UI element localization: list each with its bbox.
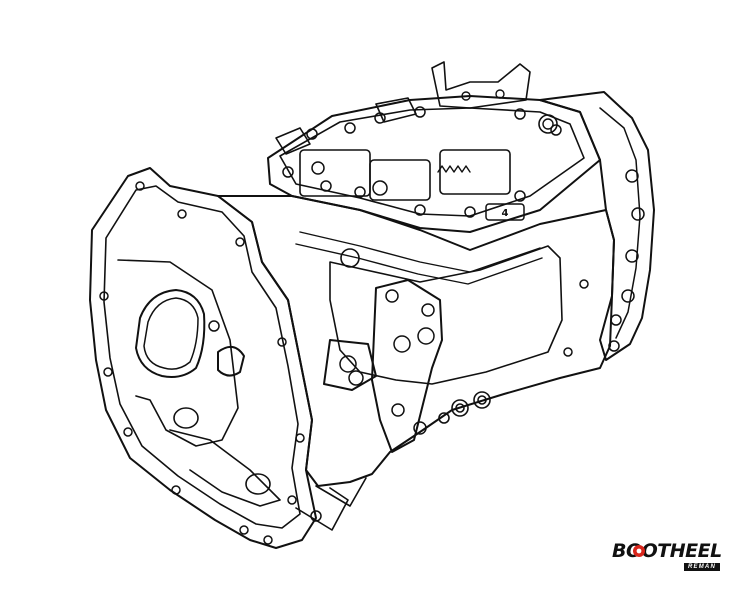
housing-badge	[485, 203, 525, 221]
housing-badge-text: 4	[502, 208, 509, 219]
housing-web	[117, 259, 239, 447]
bell-housing-flange	[89, 167, 317, 549]
case-rib-top-2	[295, 243, 543, 285]
breather-cap	[538, 114, 558, 134]
shift-spring	[437, 165, 471, 173]
bracket-hole	[495, 89, 505, 99]
brand-logo: BOOTHEEL REMAN	[612, 540, 722, 574]
rear-cover-bolts	[608, 169, 645, 352]
breather-cap-inner	[542, 118, 554, 130]
bracket-hole	[461, 91, 471, 101]
shift-cover	[267, 95, 601, 233]
pto-cover	[371, 279, 443, 453]
gear-icon	[633, 545, 645, 557]
rear-cover-inner	[599, 107, 641, 339]
case-bolt	[579, 279, 589, 289]
lower-rib	[315, 477, 367, 507]
fork-pivot	[208, 320, 220, 332]
shift-cover-bolts	[282, 106, 562, 218]
drain-boss	[173, 407, 199, 429]
shift-cover-plate	[279, 107, 585, 217]
shift-lever	[375, 97, 417, 123]
fitting-cap	[372, 180, 388, 196]
input-bore	[135, 289, 206, 378]
drain-plugs	[438, 391, 491, 424]
brand-subtext: REMAN	[684, 563, 720, 571]
lower-bolt	[310, 510, 322, 522]
bell-housing-inner-rim	[103, 185, 301, 529]
brand-wordmark: BOOTHEEL	[612, 540, 722, 562]
mount-pad	[323, 339, 377, 391]
flange-bolt-holes	[99, 181, 305, 545]
shift-block-2	[439, 149, 511, 195]
fitting-cap	[311, 161, 325, 175]
clutch-fork-port	[217, 345, 245, 377]
case-rib-top	[299, 231, 541, 273]
case-bolt	[563, 347, 573, 357]
rear-cover	[539, 91, 655, 361]
housing-web-lower	[169, 429, 281, 507]
pto-bolts	[348, 289, 435, 435]
mount-bracket	[431, 61, 531, 109]
valve-body	[299, 149, 371, 197]
lower-boss	[245, 473, 271, 495]
fill-boss	[340, 248, 360, 268]
lower-rib	[295, 487, 349, 531]
air-fitting	[275, 127, 311, 155]
shift-block	[369, 159, 431, 201]
mount-bolt	[339, 355, 357, 373]
case-side-panel	[329, 245, 563, 385]
input-bore-inner	[143, 297, 199, 370]
